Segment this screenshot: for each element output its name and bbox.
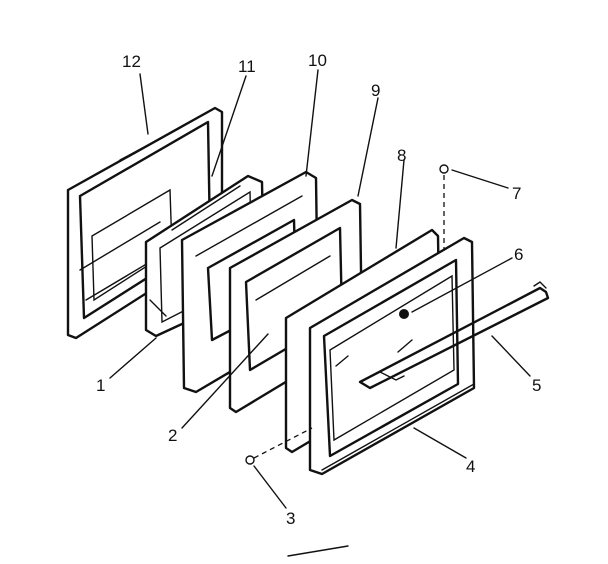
callout-11: 11 xyxy=(238,57,256,76)
part-6-window-dot xyxy=(399,309,409,319)
part-3-screw xyxy=(245,427,313,465)
callout-3: 3 xyxy=(286,509,295,528)
callout-2: 2 xyxy=(168,426,177,445)
callouts: 12 11 10 9 8 7 6 5 4 3 2 1 xyxy=(96,51,541,528)
callout-5: 5 xyxy=(532,376,541,395)
callout-6: 6 xyxy=(514,245,523,264)
callout-7: 7 xyxy=(512,184,521,203)
callout-8: 8 xyxy=(397,146,406,165)
callout-1: 1 xyxy=(96,376,105,395)
callout-12: 12 xyxy=(122,52,141,71)
part-5-handle xyxy=(358,281,550,390)
part-7-screw xyxy=(439,164,449,250)
callout-4: 4 xyxy=(466,457,475,476)
part-4-outer-door xyxy=(308,236,476,476)
callout-9: 9 xyxy=(371,81,380,100)
callout-10: 10 xyxy=(308,51,327,70)
leader-lines xyxy=(109,69,531,557)
